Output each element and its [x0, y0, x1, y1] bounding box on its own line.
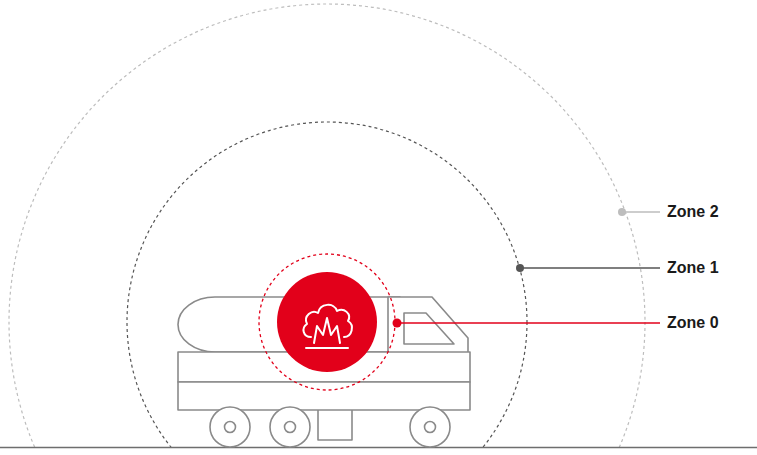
wheel-hub [425, 422, 436, 433]
explosion-badge [277, 272, 377, 372]
zone-0-circle [259, 254, 395, 390]
leader-dot [516, 264, 524, 272]
leader-line [622, 211, 660, 213]
truck-step [318, 410, 352, 440]
truck-wheel [210, 407, 250, 447]
truck-wheel [410, 407, 450, 447]
leader-dot [393, 319, 402, 328]
ground-line [0, 447, 757, 449]
leader-line [520, 267, 660, 269]
zone-2-circle [9, 4, 645, 447]
zone-label: Zone 1 [667, 258, 719, 277]
explosion-base [306, 347, 348, 349]
explosion-symbol [304, 305, 352, 348]
truck-lower-frame [178, 382, 470, 410]
zone-circles [9, 4, 645, 447]
leader-dot [618, 208, 626, 216]
leader-lines [393, 208, 661, 328]
zone-label: Zone 0 [667, 313, 719, 332]
explosion-burst [314, 318, 340, 343]
wheel-hub [225, 422, 236, 433]
zone-1-circle [127, 122, 527, 447]
truck-wheel [270, 407, 310, 447]
leader-line [397, 322, 660, 324]
truck-window [404, 313, 454, 344]
wheel-hub [285, 422, 296, 433]
zone-label: Zone 2 [667, 202, 719, 221]
